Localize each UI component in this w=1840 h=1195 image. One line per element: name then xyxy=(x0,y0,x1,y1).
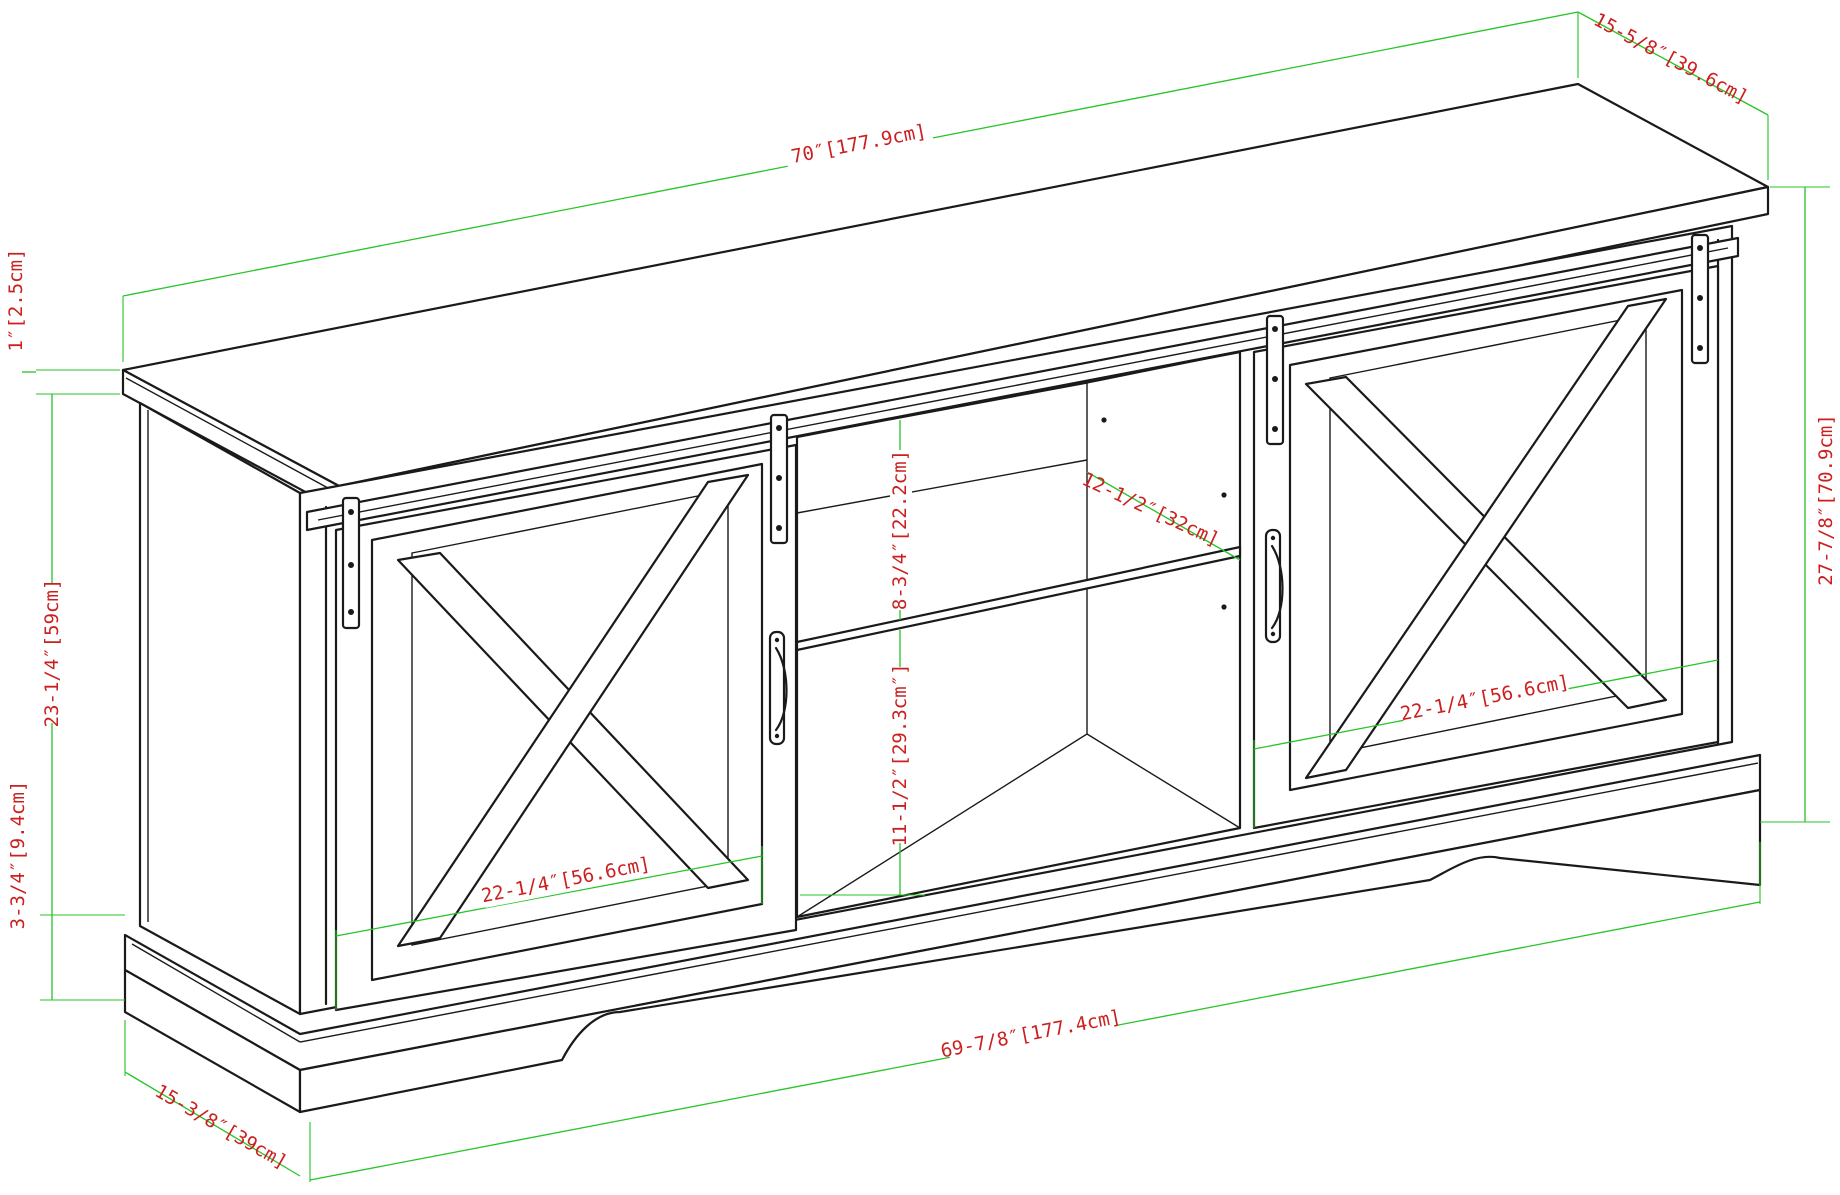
left-door-handle-icon xyxy=(768,630,788,746)
right-door-handle-icon xyxy=(1264,528,1284,644)
shelf-pin-hole-icon xyxy=(1221,604,1227,610)
top-depth-label: 15-5/8″[39.6cm] xyxy=(1590,9,1752,109)
hanger-strap-icon xyxy=(341,496,361,630)
base-height-label: 3-3/4″[9.4cm] xyxy=(7,781,29,930)
door-hangers xyxy=(341,233,1710,630)
hanger-strap-icon xyxy=(1690,233,1710,365)
base-width-label: 69-7/8″[177.4cm] xyxy=(939,1006,1123,1063)
body-height-label: 23-1/4″[59cm] xyxy=(41,579,63,728)
adjustable-shelf xyxy=(795,545,1242,652)
overall-height-label: 27-7/8″[70.9cm] xyxy=(1815,414,1837,586)
hanger-strap-icon xyxy=(769,413,789,545)
top-thickness-label: 1″[2.5cm] xyxy=(5,249,27,352)
right-barn-door xyxy=(1252,264,1720,830)
left-side-panel xyxy=(138,401,302,1016)
shelf-pin-hole-icon xyxy=(1221,492,1227,498)
upper-shelf-height-label: 8-3/4″[22.2cm] xyxy=(889,450,911,610)
center-shelf-compartment xyxy=(795,350,1242,919)
left-barn-door xyxy=(334,443,798,1012)
shelf-pin-hole-icon xyxy=(1101,417,1107,423)
overall-width-label: 70″[177.9cm] xyxy=(789,120,928,168)
barn-door-rail xyxy=(305,236,1740,532)
plinth-base xyxy=(123,753,1762,1114)
hanger-strap-icon xyxy=(1265,314,1285,446)
tv-stand-drawing xyxy=(121,82,1770,1114)
lower-shelf-height-label: 11-1/2″[29.3cm″] xyxy=(889,663,911,846)
